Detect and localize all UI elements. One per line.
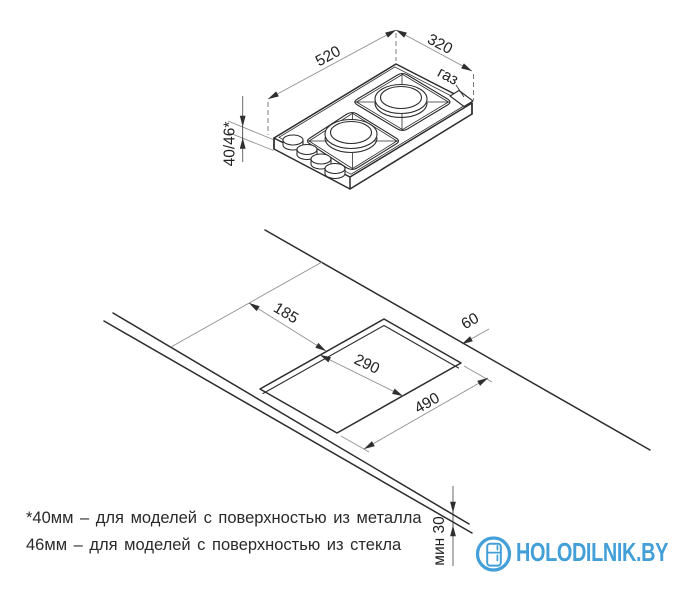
footnote-line-2: 46мм – для моделей с поверхностью из сте… xyxy=(26,536,402,554)
dim-290-label: 290 xyxy=(351,351,382,378)
dim-185-line xyxy=(248,302,327,352)
fridge-icon xyxy=(475,536,512,572)
burner-back-ring-base xyxy=(374,102,428,119)
dim-490-ext-right xyxy=(463,365,493,383)
knob xyxy=(324,162,346,180)
cutout-inner-wall-lines xyxy=(262,324,460,395)
dim-520-line xyxy=(267,29,397,100)
counter-back-edge xyxy=(264,229,651,451)
burner-front xyxy=(306,111,400,171)
dim-520-label: 520 xyxy=(313,43,344,70)
dim-height-label: 40/46* xyxy=(222,122,239,167)
dim-height-ext-bottom xyxy=(227,131,274,151)
gas-leader-line xyxy=(455,84,465,98)
counter-side-construction-line xyxy=(170,261,323,348)
burner-front-cross xyxy=(307,113,399,169)
dim-60-label: 60 xyxy=(459,310,483,334)
dim-490-label: 490 xyxy=(412,389,443,417)
hob-top-front-edges xyxy=(273,102,473,190)
footnote-line-1: *40мм – для моделей с поверхностью из ме… xyxy=(26,509,422,527)
footnotes: *40мм – для моделей с поверхностью из ме… xyxy=(26,509,422,554)
burner-back-frame xyxy=(354,72,451,132)
burner-back-cross xyxy=(354,74,451,130)
cutout-outline xyxy=(259,318,462,434)
counter-front-edge-top xyxy=(112,312,470,525)
dim-490-line xyxy=(363,377,489,450)
dim-min30-label: мин 30 xyxy=(431,516,448,566)
burner-back-cap xyxy=(379,85,423,110)
logo-text: HOLODILNIK.BY xyxy=(516,537,668,567)
holodilnik-logo[interactable]: HOLODILNIK.BY xyxy=(475,536,669,572)
dim-320-line xyxy=(395,29,473,72)
dim-height-ext-top xyxy=(227,120,274,140)
counter-front-edge-bottom xyxy=(103,320,473,534)
hob-isometric-view xyxy=(273,63,474,190)
control-knobs xyxy=(282,134,346,180)
countertop-cutout-view xyxy=(103,229,651,534)
burner-front-frame xyxy=(306,111,400,171)
dim-185-label: 185 xyxy=(270,299,301,327)
burner-front-ring-base xyxy=(324,137,378,154)
burner-front-cap xyxy=(329,120,373,145)
gas-connection xyxy=(449,89,474,108)
dim-60-line xyxy=(461,328,490,345)
dim-320-label: 320 xyxy=(424,31,455,58)
dim-490-ext-left xyxy=(340,435,370,453)
